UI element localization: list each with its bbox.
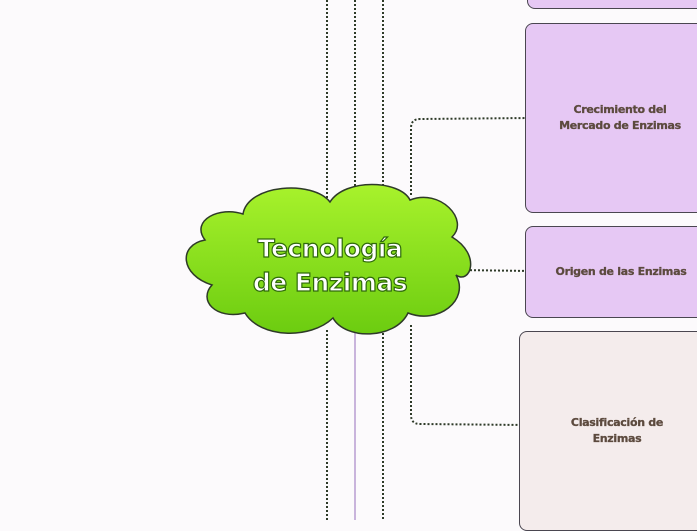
connector-classification: [410, 325, 526, 426]
mindmap-canvas: [185, 0, 532, 520]
topic-node-growth[interactable]: Crecimiento del Mercado de Enzimas: [525, 23, 697, 213]
topic-label-growth-line2: Mercado de Enzimas: [559, 119, 681, 132]
central-topic-line2: de Enzimas: [252, 267, 408, 297]
topic-label-growth-line1: Crecimiento del: [573, 103, 667, 116]
connector-growth: [410, 117, 532, 195]
topic-label-classification: Clasificación de Enzimas: [563, 415, 671, 447]
central-cloud[interactable]: [185, 183, 472, 335]
central-topic-label[interactable]: Tecnología de Enzimas: [210, 232, 450, 300]
central-topic-line1: Tecnología: [257, 233, 403, 263]
topic-node-origin[interactable]: Origen de las Enzimas: [525, 226, 697, 318]
topic-label-classification-line1: Clasificación de: [570, 416, 664, 429]
topic-node-partial[interactable]: [527, 0, 697, 9]
topic-label-growth: Crecimiento del Mercado de Enzimas: [551, 102, 689, 134]
topic-node-classification[interactable]: Clasificación de Enzimas: [519, 331, 697, 531]
topic-label-origin: Origen de las Enzimas: [555, 265, 687, 278]
topic-label-classification-line2: Enzimas: [592, 432, 642, 445]
